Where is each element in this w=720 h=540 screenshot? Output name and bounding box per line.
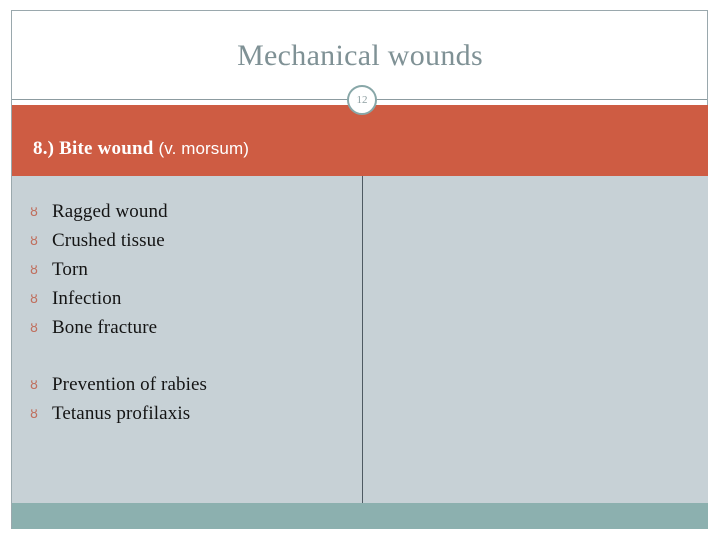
page-number-label: 12 bbox=[356, 93, 368, 106]
column-divider bbox=[362, 176, 363, 503]
bullet-marker-icon: ȣ bbox=[30, 263, 38, 278]
list-item: ȣ Torn bbox=[30, 255, 354, 284]
section-heading-latin: (v. morsum) bbox=[158, 139, 249, 158]
list-item: ȣ Bone fracture bbox=[30, 313, 354, 342]
list-item-label: Crushed tissue bbox=[52, 230, 165, 251]
bullet-marker-icon: ȣ bbox=[30, 378, 38, 393]
list-item-label: Torn bbox=[52, 259, 89, 280]
bullet-marker-icon: ȣ bbox=[30, 407, 38, 422]
bullet-marker-icon: ȣ bbox=[30, 321, 38, 336]
bullet-list-treatment: ȣ Prevention of rabies ȣ Tetanus profila… bbox=[30, 370, 354, 428]
list-item: ȣ Infection bbox=[30, 284, 354, 313]
list-item-label: Tetanus profilaxis bbox=[52, 403, 191, 424]
list-item-label: Ragged wound bbox=[52, 201, 168, 222]
list-item: ȣ Crushed tissue bbox=[30, 226, 354, 255]
section-heading: 8.) Bite wound (v. morsum) bbox=[33, 137, 249, 162]
bullet-marker-icon: ȣ bbox=[30, 205, 38, 220]
list-item-label: Bone fracture bbox=[52, 317, 158, 338]
page-number-badge: 12 bbox=[347, 85, 377, 115]
bullet-marker-icon: ȣ bbox=[30, 292, 38, 307]
list-item-label: Prevention of rabies bbox=[52, 374, 208, 395]
slide-header: Mechanical wounds bbox=[12, 11, 708, 99]
list-item-label: Infection bbox=[52, 288, 122, 309]
section-banner: 8.) Bite wound (v. morsum) bbox=[12, 105, 708, 176]
bullet-list-symptoms: ȣ Ragged wound ȣ Crushed tissue ȣ Torn ȣ… bbox=[30, 197, 354, 342]
list-item: ȣ Ragged wound bbox=[30, 197, 354, 226]
slide-content-area bbox=[12, 176, 708, 503]
content-column-left: ȣ Ragged wound ȣ Crushed tissue ȣ Torn ȣ… bbox=[12, 176, 362, 503]
content-column-right bbox=[363, 176, 708, 503]
bottom-accent-band bbox=[12, 503, 708, 529]
list-item: ȣ Tetanus profilaxis bbox=[30, 399, 354, 428]
section-heading-main: 8.) Bite wound bbox=[33, 138, 159, 159]
bullet-marker-icon: ȣ bbox=[30, 234, 38, 249]
list-item: ȣ Prevention of rabies bbox=[30, 370, 354, 399]
page-title: Mechanical wounds bbox=[237, 39, 483, 72]
